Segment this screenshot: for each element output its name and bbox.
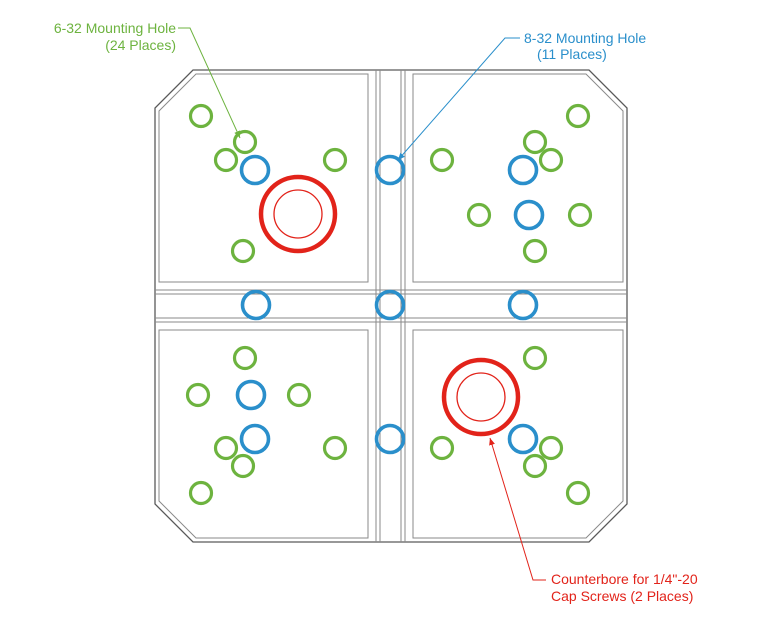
counterbore [258,174,338,254]
quadrant-bottom-left [158,329,369,539]
hole-6-32 [567,202,593,228]
hole-8-32 [239,423,271,455]
hole-6-32 [232,345,258,371]
hole-8-32 [507,289,539,321]
hole-6-32 [522,129,548,155]
hole-6-32 [188,480,214,506]
quadrant-top-right [412,73,624,283]
hole-8-32 [240,289,272,321]
hole-6-32 [213,435,239,461]
callout-6-32-line1: 6-32 Mounting Hole [54,20,176,36]
hole-6-32 [522,345,548,371]
counterbore-inner [456,372,506,422]
leader-counterbore [489,437,546,581]
hole-6-32 [565,480,591,506]
leader-8-32 [397,37,520,161]
counterbores [258,174,521,437]
hole-8-32 [507,423,539,455]
callout-6-32-line2: (24 Places) [105,37,176,53]
callout-counterbore-line2: Cap Screws (2 Places) [551,588,693,604]
hole-8-32 [374,289,406,321]
hole-6-32 [185,382,211,408]
callout-6-32: 6-32 Mounting Hole (24 Places) [54,20,176,53]
hole-8-32 [239,154,271,186]
hole-6-32 [538,147,564,173]
plate-outline [154,69,628,543]
counterbore-outer [258,174,338,254]
hole-6-32 [538,435,564,461]
callout-counterbore-line1: Counterbore for 1/4"-20 [551,571,698,587]
hole-8-32 [235,379,267,411]
hole-6-32 [466,202,492,228]
hole-6-32 [429,435,455,461]
hole-8-32 [374,154,406,186]
hole-8-32 [507,154,539,186]
hole-8-32 [513,199,545,231]
hole-6-32 [522,238,548,264]
hole-6-32 [522,453,548,479]
counterbore-inner [273,189,323,239]
counterbore-outer [441,357,521,437]
quadrant-top-left [158,73,369,283]
holes-6-32 [185,103,593,506]
hole-6-32 [232,129,258,155]
hole-6-32 [213,147,239,173]
hole-6-32 [230,453,256,479]
counterbore [441,357,521,437]
hole-8-32 [374,423,406,455]
hole-6-32 [322,147,348,173]
callout-8-32-line2: (11 Places) [537,46,607,62]
hole-6-32 [286,382,312,408]
plate [154,69,628,543]
hole-6-32 [322,435,348,461]
callout-8-32-line1: 8-32 Mounting Hole [524,30,646,46]
hole-6-32 [429,147,455,173]
callout-counterbore: Counterbore for 1/4"-20 Cap Screws (2 Pl… [551,571,698,604]
hole-6-32 [565,103,591,129]
hole-6-32 [188,103,214,129]
holes-8-32 [235,154,545,455]
quadrant-bottom-right [412,329,624,539]
leader-6-32 [178,27,241,139]
callout-8-32: 8-32 Mounting Hole (11 Places) [524,30,646,62]
hole-6-32 [230,238,256,264]
